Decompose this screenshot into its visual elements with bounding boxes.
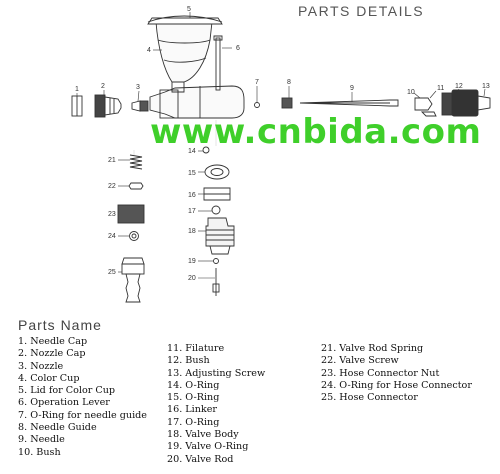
list-item: 25. Hose Connector bbox=[321, 392, 418, 404]
list-item: 12. Bush bbox=[167, 355, 210, 367]
callout-3: 3 bbox=[136, 84, 140, 91]
color-cup-part bbox=[155, 21, 213, 93]
callout-16: 16 bbox=[188, 192, 196, 199]
valve-rod-part bbox=[212, 268, 220, 296]
parts-list-column-3: 21. Valve Rod Spring 22. Valve Screw 23.… bbox=[321, 343, 472, 404]
operation-lever-part bbox=[213, 35, 223, 91]
callout-7: 7 bbox=[255, 79, 259, 86]
list-item: 18. Valve Body bbox=[167, 429, 239, 441]
list-item: 1. Needle Cap bbox=[18, 336, 88, 347]
nozzle-cap-part bbox=[94, 94, 122, 118]
page-title: PARTS DETAILS bbox=[298, 3, 425, 19]
cup-lid-part bbox=[147, 15, 223, 25]
list-item: 10. Bush bbox=[18, 446, 61, 458]
callout-12: 12 bbox=[455, 83, 463, 90]
exploded-parts-diagram: 1 2 3 4 5 6 7 8 9 10 11 12 13 14 15 16 1… bbox=[71, 6, 491, 303]
hose-o-ring-part bbox=[129, 231, 139, 241]
valve-rod-spring-part bbox=[129, 154, 143, 170]
list-item: 8. Needle Guide bbox=[18, 422, 97, 434]
parts-name-heading: Parts Name bbox=[18, 317, 102, 333]
list-item: 17. O-Ring bbox=[167, 416, 220, 428]
list-item: 9. Needle bbox=[18, 434, 65, 446]
list-item: 21. Valve Rod Spring bbox=[321, 343, 424, 354]
list-item: 15. O-Ring bbox=[167, 392, 220, 404]
list-item: 14. O-Ring bbox=[167, 379, 220, 391]
list-item: 11. Filature bbox=[167, 343, 225, 354]
callout-13: 13 bbox=[482, 83, 490, 90]
callout-21: 21 bbox=[108, 157, 116, 164]
linker-part bbox=[203, 187, 231, 201]
parts-list-column-1: 1. Needle Cap 2. Nozzle Cap 3. Nozzle 4.… bbox=[18, 336, 147, 459]
valve-body-part bbox=[205, 217, 235, 255]
callout-8: 8 bbox=[287, 79, 291, 86]
list-item: 22. Valve Screw bbox=[321, 355, 399, 367]
callout-6: 6 bbox=[236, 45, 240, 52]
callout-18: 18 bbox=[188, 228, 196, 235]
hose-connector-nut-part bbox=[117, 204, 145, 224]
callout-1: 1 bbox=[75, 86, 79, 93]
list-item: 5. Lid for Color Cup bbox=[18, 385, 116, 397]
list-item: 24. O-Ring for Hose Connector bbox=[321, 379, 472, 391]
callout-20: 20 bbox=[188, 275, 196, 282]
callout-15: 15 bbox=[188, 170, 196, 177]
list-item: 4. Color Cup bbox=[18, 372, 80, 384]
watermark: www.cnbida.com bbox=[150, 112, 482, 152]
callout-17: 17 bbox=[188, 208, 196, 215]
adjusting-screw-part bbox=[441, 89, 491, 117]
callout-14: 14 bbox=[188, 148, 196, 155]
needle-cap-part bbox=[71, 95, 83, 117]
o-ring-14-part bbox=[202, 146, 210, 154]
callout-24: 24 bbox=[108, 233, 116, 240]
callout-19: 19 bbox=[188, 258, 196, 265]
needle-part bbox=[299, 99, 399, 107]
callout-10: 10 bbox=[407, 89, 415, 96]
bush-part bbox=[414, 97, 437, 117]
callout-11: 11 bbox=[437, 85, 444, 92]
nozzle-part bbox=[131, 100, 149, 112]
needle-guide-o-ring-part bbox=[254, 102, 260, 108]
callout-5: 5 bbox=[187, 6, 191, 13]
list-item: 16. Linker bbox=[167, 404, 218, 416]
callout-2: 2 bbox=[101, 83, 105, 90]
callout-22: 22 bbox=[108, 183, 116, 190]
callout-9: 9 bbox=[350, 85, 354, 92]
valve-o-ring-part bbox=[213, 258, 219, 264]
list-item: 23. Hose Connector Nut bbox=[321, 367, 440, 379]
list-item: 19. Valve O-Ring bbox=[167, 441, 249, 453]
valve-screw-part bbox=[128, 182, 144, 190]
callout-4: 4 bbox=[147, 47, 151, 54]
hose-connector-part bbox=[121, 257, 145, 303]
parts-list-column-2: 11. Filature 12. Bush 13. Adjusting Scre… bbox=[167, 343, 265, 466]
list-item: 6. Operation Lever bbox=[18, 397, 110, 409]
list-item: 2. Nozzle Cap bbox=[18, 348, 86, 360]
list-item: 3. Nozzle bbox=[18, 360, 64, 372]
list-item: 7. O-Ring for needle guide bbox=[18, 409, 147, 421]
o-ring-15-part bbox=[204, 164, 230, 180]
callout-25: 25 bbox=[108, 269, 116, 276]
o-ring-17-part bbox=[211, 205, 221, 215]
needle-guide-part bbox=[281, 97, 293, 109]
list-item: 20. Valve Rod bbox=[167, 453, 234, 465]
list-item: 13. Adjusting Screw bbox=[167, 367, 266, 379]
callout-23: 23 bbox=[108, 211, 116, 218]
airbrush-body-part bbox=[149, 85, 245, 119]
